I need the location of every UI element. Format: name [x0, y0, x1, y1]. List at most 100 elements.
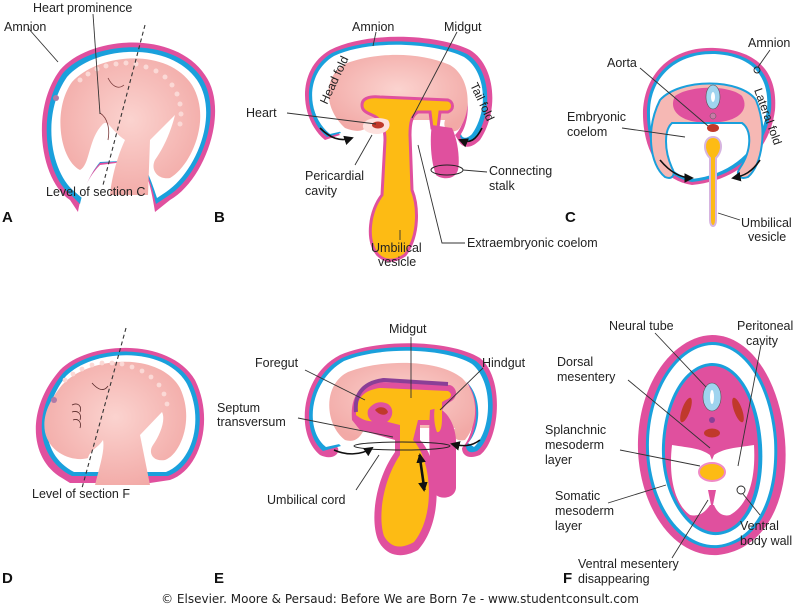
leader-somatic-f [607, 484, 667, 504]
leader-ventral-wall-f [742, 493, 761, 516]
leader-umbilical-c [717, 212, 741, 221]
somites-a [77, 60, 184, 127]
leader-septum-e [297, 417, 394, 438]
lateral-fold-arrow-left [659, 159, 694, 183]
label-pericardial-b-1: Pericardial [305, 169, 364, 183]
leader-amnion-c [757, 49, 771, 68]
leader-ventral-mes-f [671, 499, 709, 559]
amnion-marker-c [753, 66, 761, 74]
label-somatic-f-2: mesoderm [555, 504, 614, 518]
label-splanchnic-f-1: Splanchnic [545, 423, 606, 437]
label-level-f: Level of section F [32, 487, 130, 501]
copyright-notice: © Elsevier. Moore & Persaud: Before We a… [161, 592, 639, 606]
label-extraembryonic-b: Extraembryonic coelom [467, 236, 598, 250]
label-midgut-b: Midgut [444, 20, 482, 34]
mesonephros-left-f [680, 397, 692, 423]
label-aorta-c: Aorta [607, 56, 637, 70]
panel-letter-d: D [2, 570, 13, 587]
leader-midgut-b [411, 31, 458, 119]
label-hindgut-e: Hindgut [482, 356, 526, 370]
panel-letter-a: A [2, 209, 13, 226]
panel-letter-b: B [214, 209, 225, 226]
fold-arrow-up-e [416, 453, 426, 491]
panel-letter-e: E [214, 570, 224, 587]
leader-amnion-b [372, 31, 377, 47]
label-splanchnic-f-2: mesoderm [545, 438, 604, 452]
somites-d [62, 360, 170, 407]
label-septum-e-1: Septum [217, 401, 260, 415]
label-peritoneal-f-2: cavity [746, 334, 779, 348]
panel-b: Head fold Tail fold Amnion Midgut Heart … [214, 20, 598, 269]
label-dorsal-f-1: Dorsal [557, 355, 593, 369]
eye-a [53, 95, 59, 101]
label-foregut-e: Foregut [255, 356, 299, 370]
heart-e [375, 407, 388, 415]
gut-f [698, 462, 726, 482]
label-amnion-a: Amnion [4, 20, 46, 34]
label-embryonic-c-1: Embryonic [567, 110, 626, 124]
label-somatic-f-3: layer [555, 519, 582, 533]
umbilical-ring-e [353, 441, 451, 451]
leader-splanchnic-f [619, 449, 701, 467]
label-ventral-mes-f-1: Ventral mesentery [578, 557, 679, 571]
label-umbilical-cord-e: Umbilical cord [267, 493, 346, 507]
heart-prominence-a [99, 112, 110, 141]
aorta-f [704, 428, 720, 438]
label-ventral-mes-f-2: disappearing [578, 572, 650, 586]
label-heart-prominence: Heart prominence [33, 1, 132, 15]
leader-heart-b [286, 112, 377, 125]
gut-e [356, 388, 451, 547]
fold-arrow-right-e [450, 439, 481, 451]
label-amnion-c: Amnion [748, 36, 790, 50]
connecting-stalk-b [430, 125, 459, 179]
umbilical-vesicle-c [704, 135, 722, 227]
leader-heart-prominence [92, 13, 101, 115]
dorsal-mesentery-f [707, 448, 717, 460]
panel-c: Lateral fold Amnion Aorta Embryonic coel… [565, 36, 792, 244]
panel-a: Heart prominence Amnion Level of section… [2, 1, 216, 226]
label-splanchnic-f-3: layer [545, 453, 572, 467]
leader-aorta-c [639, 67, 709, 127]
notochord-c [709, 112, 717, 120]
leader-extraembryonic-b [417, 144, 465, 244]
fold-arrow-left-e [333, 446, 374, 457]
panel-letter-f: F [563, 570, 572, 587]
leader-peritoneal-f [737, 344, 762, 467]
leader-pericardial-b [354, 134, 373, 166]
embryo-body-a [60, 58, 201, 196]
head-fold-arrow [319, 127, 354, 145]
mesoderm-rim-e [353, 377, 449, 413]
label-umbilical-c-2: vesicle [748, 230, 786, 244]
leader-hindgut-e [439, 367, 484, 411]
eye-d [51, 397, 57, 403]
heart-b [372, 121, 384, 129]
label-umbilical-b-2: vesicle [378, 255, 416, 269]
label-peritoneal-f-1: Peritoneal [737, 319, 793, 333]
label-connecting-b-1: Connecting [489, 164, 552, 178]
panel-e: Midgut Foregut Hindgut Septum transversu… [214, 322, 526, 587]
amniotic-cavity-b [312, 44, 483, 138]
leader-neural-tube-f [654, 332, 707, 388]
notochord-f [709, 417, 715, 423]
leader-dorsal-mes-f [627, 379, 711, 449]
embryo-body-d [44, 361, 187, 485]
leader-amnion-a [27, 27, 59, 63]
leader-connecting-b [462, 169, 488, 173]
label-midgut-e: Midgut [389, 322, 427, 336]
panel-letter-c: C [565, 209, 576, 226]
label-neural-tube-f: Neural tube [609, 319, 674, 333]
label-embryonic-c-2: coelom [567, 125, 607, 139]
label-umbilical-c-1: Umbilical [741, 216, 792, 230]
label-somatic-f-1: Somatic [555, 489, 600, 503]
panel-f: Neural tube Peritoneal cavity Dorsal mes… [545, 319, 793, 587]
ventral-body-wall-marker-f [736, 485, 746, 495]
label-dorsal-f-2: mesentery [557, 370, 616, 384]
leader-embryonic-c [621, 127, 686, 138]
label-umbilical-b-1: Umbilical [371, 241, 422, 255]
label-level-c: Level of section C [46, 185, 145, 199]
label-ventral-wall-f-2: body wall [740, 534, 792, 548]
panel-d: Level of section F D [2, 327, 205, 587]
label-septum-e-2: transversum [217, 415, 286, 429]
mesonephros-right-f [732, 397, 744, 423]
